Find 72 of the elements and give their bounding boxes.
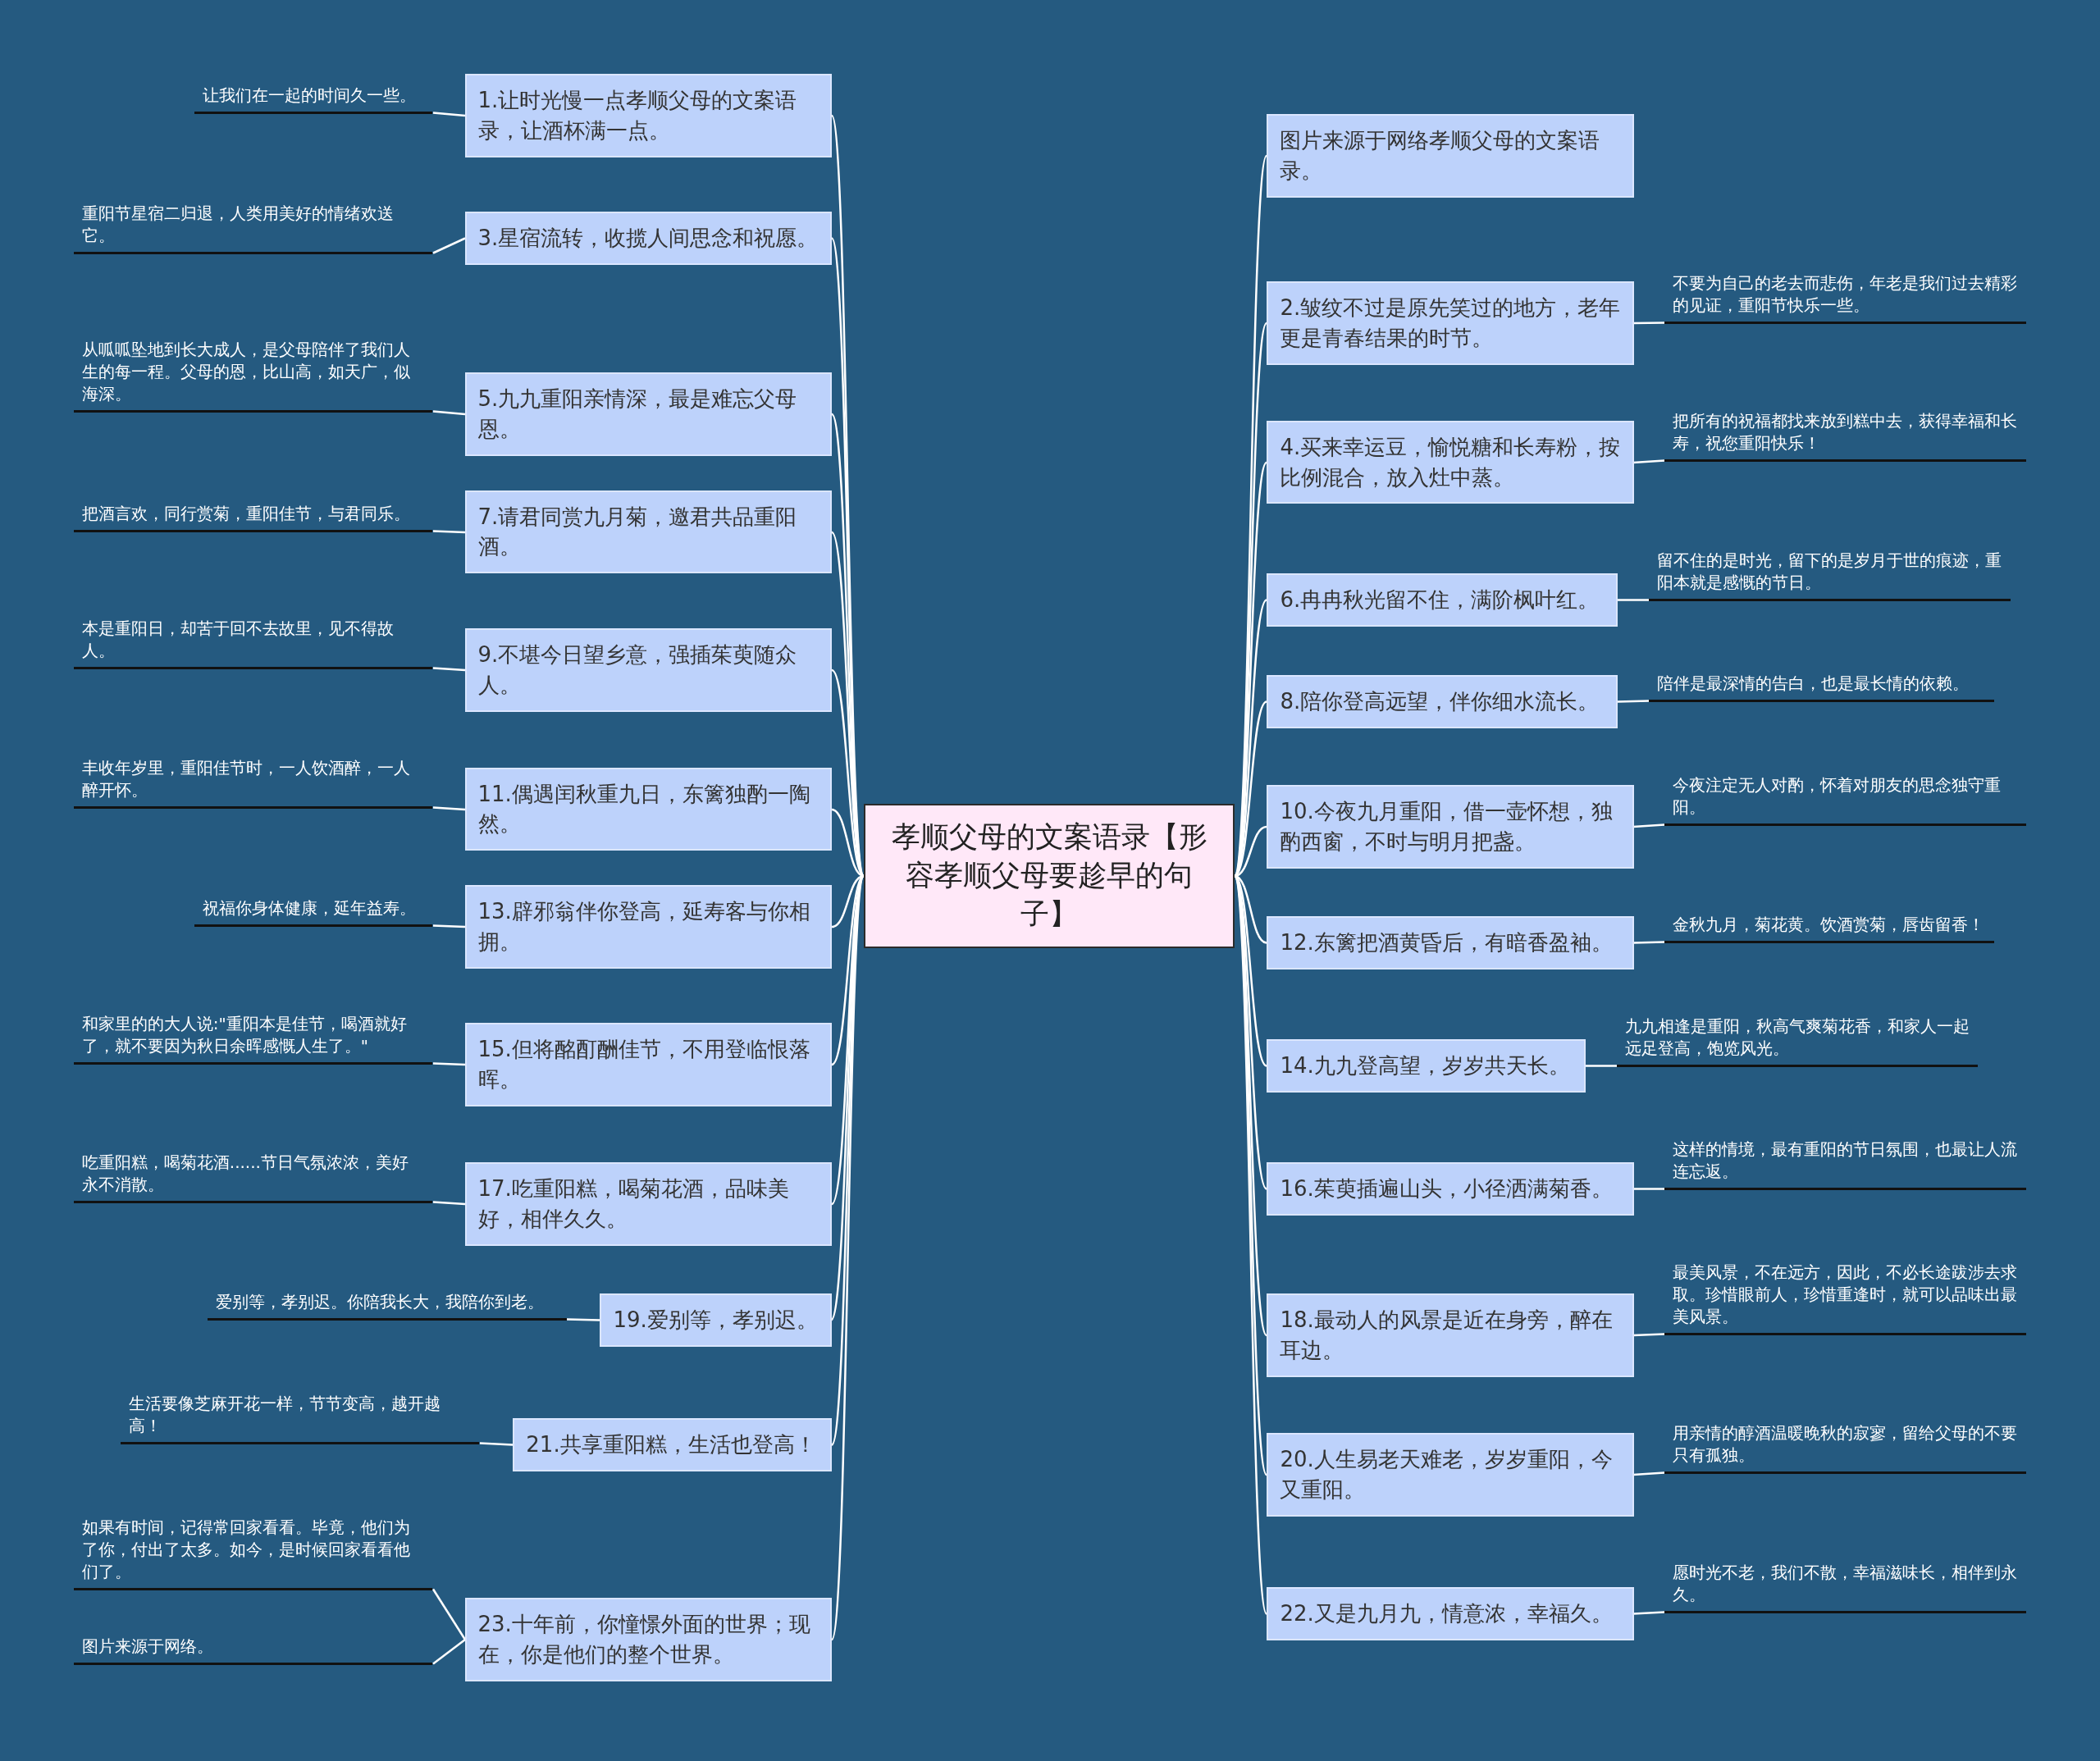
note-text: 祝福你身体健康，延年益寿。	[194, 896, 433, 928]
note-text: 不要为自己的老去而悲伤，年老是我们过去精彩的见证，重阳节快乐一些。	[1664, 270, 2027, 324]
connector-line	[1633, 1188, 1664, 1190]
note-text: 如果有时间，记得常回家看看。毕竟，他们为了你，付出了太多。如今，是时候回家看看他们了。	[73, 1514, 433, 1590]
connector-line	[1618, 599, 1649, 601]
topic-box: 12.东篱把酒黄昏后，有暗香盈袖。	[1267, 915, 1634, 969]
note-text: 陪伴是最深情的告白，也是最长情的依赖。	[1648, 670, 1994, 702]
note-text: 重阳节星宿二归退，人类用美好的情绪欢送它。	[73, 200, 433, 254]
topic-box: 6.冉冉秋光留不住，满阶枫叶红。	[1267, 573, 1618, 627]
topic-box: 10.今夜九月重阳，借一壶怀想，独酌西窗，不时与明月把盏。	[1267, 784, 1634, 869]
note-text: 从呱呱坠地到长大成人，是父母陪伴了我们人生的每一程。父母的恩，比山高，如天广，似海深。	[73, 337, 433, 413]
connector-line	[1617, 700, 1650, 703]
topic-box: 图片来源于网络孝顺父母的文案语录。	[1267, 113, 1634, 198]
connector-line	[566, 1318, 600, 1321]
note-text: 留不住的是时光，留下的是岁月于世的痕迹，重阳本就是感慨的节日。	[1648, 547, 2011, 601]
note-text: 让我们在一起的时间久一些。	[194, 83, 433, 115]
connector-line	[432, 667, 466, 672]
note-text: 愿时光不老，我们不散，幸福滋味长，相伴到永久。	[1664, 1560, 2027, 1614]
topic-box: 16.茱萸插遍山头，小径洒满菊香。	[1267, 1162, 1634, 1216]
note-text: 这样的情境，最有重阳的节日氛围，也最让人流连忘返。	[1664, 1137, 2027, 1191]
connector-line	[1632, 1611, 1665, 1615]
topic-box: 2.皱纹不过是原先笑过的地方，老年更是青春结果的时节。	[1267, 281, 1634, 365]
note-text: 九九相逢是重阳，秋高气爽菊花香，和家人一起远足登高，饱览风光。	[1616, 1013, 1979, 1067]
topic-box: 15.但将酩酊酬佳节，不用登临恨落晖。	[464, 1023, 832, 1107]
topic-box: 4.买来幸运豆，愉悦糖和长寿粉，按比例混合，放入灶中蒸。	[1267, 420, 1634, 504]
note-text: 最美风景，不在远方，因此，不必长途跋涉去求取。珍惜眼前人，珍惜重逢时，就可以品味出最美风景。	[1664, 1260, 2027, 1336]
connector-line	[432, 112, 466, 117]
note-text: 爱别等，孝别迟。你陪我长大，我陪你到老。	[208, 1289, 567, 1321]
note-text: 金秋九月，菊花黄。饮酒赏菊，唇齿留香！	[1664, 911, 1994, 943]
connector-line	[432, 806, 466, 811]
note-text: 用亲情的醇酒温暖晚秋的寂寥，留给父母的不要只有孤独。	[1664, 1421, 2027, 1475]
connector-line	[479, 1442, 514, 1446]
topic-box: 5.九九重阳亲情深，最是难忘父母恩。	[464, 372, 832, 456]
topic-box: 13.辟邪翁伴你登高，延寿客与你相拥。	[464, 885, 832, 969]
topic-box: 18.最动人的风景是近在身旁，醉在耳边。	[1267, 1293, 1634, 1377]
topic-box: 14.九九登高望，岁岁共天长。	[1267, 1038, 1586, 1093]
note-text: 和家里的的大人说:"重阳本是佳节，喝酒就好了，就不要因为秋日余晖感慨人生了。"	[73, 1011, 433, 1065]
note-text: 把酒言欢，同行赏菊，重阳佳节，与君同乐。	[73, 500, 433, 532]
connector-line	[432, 530, 466, 534]
note-text: 图片来源于网络。	[73, 1633, 433, 1665]
connector-line	[432, 1201, 466, 1206]
note-text: 丰收年岁里，重阳佳节时，一人饮酒醉，一人醉开怀。	[73, 755, 433, 809]
connector-line	[432, 1639, 466, 1665]
topic-box: 7.请君同赏九月菊，邀君共品重阳酒。	[464, 490, 832, 574]
note-text: 吃重阳糕，喝菊花酒......节日气氛浓浓，美好永不消散。	[73, 1150, 433, 1204]
connector-line	[1632, 941, 1665, 944]
connector-line	[432, 410, 466, 416]
note-text: 今夜注定无人对酌，怀着对朋友的思念独守重阳。	[1664, 773, 2027, 827]
topic-box: 19.爱别等，孝别迟。	[600, 1293, 832, 1348]
topic-box: 21.共享重阳糕，生活也登高！	[513, 1417, 832, 1471]
topic-box: 3.星宿流转，收揽人间思念和祝愿。	[464, 211, 832, 265]
note-text: 生活要像芝麻开花一样，节节变高，越开越高！	[120, 1391, 480, 1445]
note-text: 本是重阳日，却苦于回不去故里，见不得故人。	[73, 616, 433, 669]
connector-line	[432, 1062, 466, 1066]
topic-box: 20.人生易老天难老，岁岁重阳，今又重阳。	[1267, 1432, 1634, 1517]
connector-line	[1632, 823, 1665, 828]
connector-line	[432, 924, 466, 928]
title-box: 孝顺父母的文案语录【形容孝顺父母要趁早的句子】	[864, 803, 1235, 948]
connector-line	[1632, 1471, 1665, 1476]
connector-line	[1632, 1333, 1665, 1337]
connector-line	[1633, 322, 1664, 325]
topic-box: 17.吃重阳糕，喝菊花酒，品味美好，相伴久久。	[464, 1162, 832, 1246]
connector-line	[1586, 1065, 1617, 1067]
topic-box: 1.让时光慢一点孝顺父母的文案语录，让酒杯满一点。	[464, 73, 832, 157]
topic-box: 23.十年前，你憧憬外面的世界；现在，你是他们的整个世界。	[464, 1597, 832, 1681]
topic-box: 22.又是九月九，情意浓，幸福久。	[1267, 1586, 1634, 1640]
connector-line	[1632, 459, 1665, 464]
topic-box: 8.陪你登高远望，伴你细水流长。	[1267, 674, 1618, 728]
connector-line	[432, 237, 466, 254]
topic-box: 9.不堪今日望乡意，强插茱萸随众人。	[464, 627, 832, 712]
note-text: 把所有的祝福都找来放到糕中去，获得幸福和长寿，祝您重阳快乐！	[1664, 408, 2027, 462]
topic-box: 11.偶遇闰秋重九日，东篱独酌一陶然。	[464, 767, 832, 851]
